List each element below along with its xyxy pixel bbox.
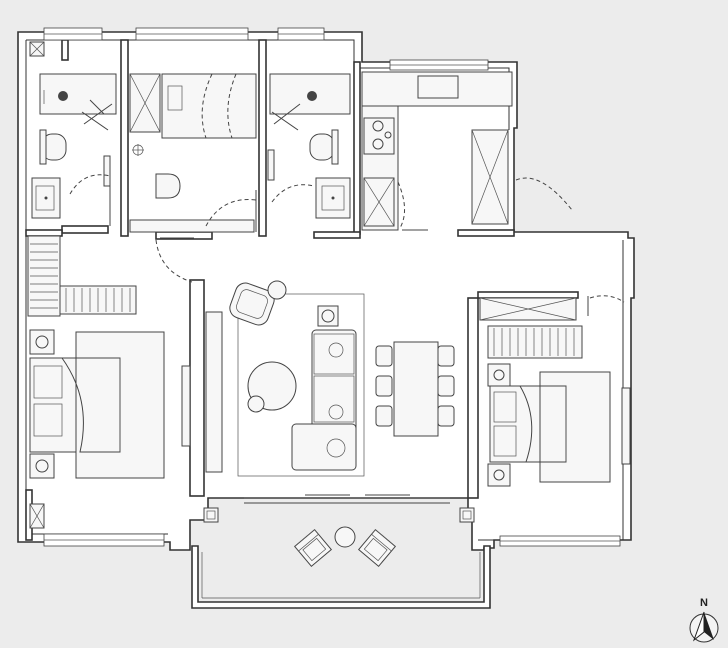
windows	[43, 27, 621, 547]
wardrobe-hangers-1	[30, 243, 58, 309]
east-bathroom	[267, 73, 351, 219]
north-compass: N	[689, 597, 719, 643]
west-bathroom	[29, 41, 117, 226]
wardrobe-hangers-2	[65, 288, 131, 312]
living-room	[205, 280, 365, 477]
balcony-chair-right	[357, 528, 397, 568]
column-details	[203, 507, 475, 523]
north-arrow-icon	[689, 611, 719, 643]
balcony	[191, 494, 491, 609]
balcony-chair-left	[293, 528, 333, 568]
north-label: N	[700, 597, 708, 609]
balcony-side-table	[334, 526, 356, 548]
east-bedroom	[479, 295, 631, 487]
wardrobe-hangers-3	[493, 328, 575, 356]
dining-area	[375, 341, 455, 437]
west-bedroom	[27, 235, 194, 529]
armchair	[229, 282, 275, 326]
kitchen	[361, 71, 573, 231]
shower-drain-icon	[58, 91, 68, 101]
master-bathroom	[129, 73, 257, 233]
interior-walls	[25, 39, 579, 541]
